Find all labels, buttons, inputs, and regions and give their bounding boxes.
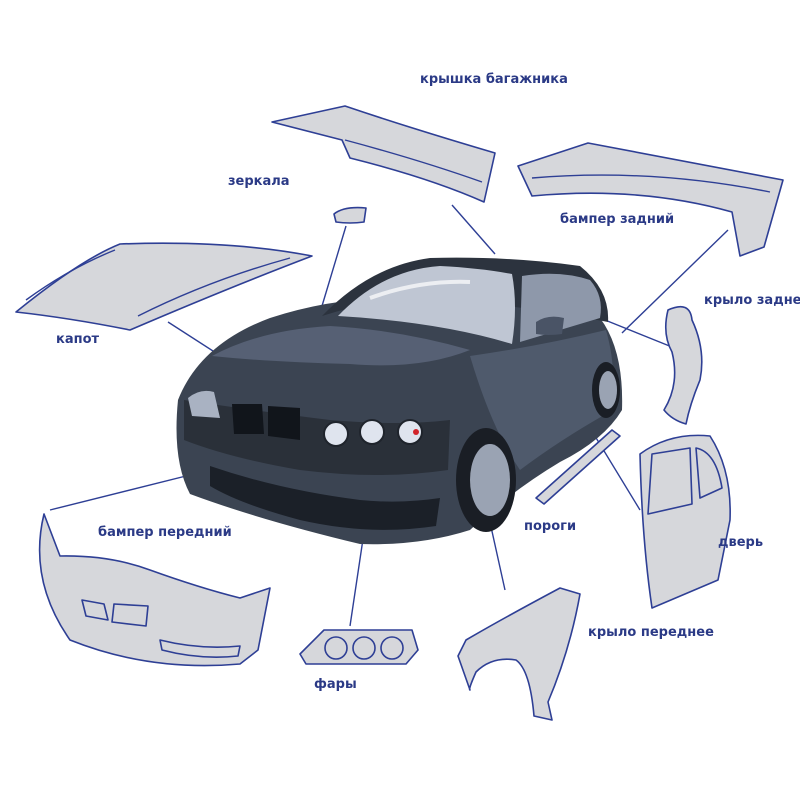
label-door: дверь: [718, 535, 763, 550]
leader-trunk-lid: [451, 204, 496, 255]
leader-front-bumper: [49, 471, 203, 511]
label-hood: капот: [56, 332, 100, 347]
rear-bumper-part: [517, 142, 784, 257]
headlights-part: [299, 629, 419, 665]
leader-rear-bumper: [621, 229, 729, 334]
label-front-fender: крыло переднее: [588, 625, 714, 640]
label-rear-fender: крыло заднее: [704, 293, 800, 308]
hood-part: [15, 242, 313, 331]
car-illustration: [176, 257, 623, 545]
front-fender-part: [457, 587, 581, 721]
front-bumper-part: [38, 513, 271, 667]
label-rear-bumper: бампер задний: [560, 212, 674, 227]
trunk-lid-part: [271, 105, 496, 203]
leader-mirrors: [321, 225, 347, 307]
labels: крышка багажника зеркала бампер задний к…: [56, 72, 800, 692]
rear-fender-part: [663, 305, 703, 425]
door-part: [639, 434, 731, 609]
leader-rear-fender: [599, 317, 673, 348]
label-front-bumper: бампер передний: [98, 525, 232, 540]
label-mirrors: зеркала: [228, 174, 290, 189]
mirror-part: [333, 206, 367, 224]
label-trunk-lid: крышка багажника: [420, 72, 568, 87]
label-sills: пороги: [524, 519, 576, 534]
label-headlights: фары: [314, 677, 357, 692]
